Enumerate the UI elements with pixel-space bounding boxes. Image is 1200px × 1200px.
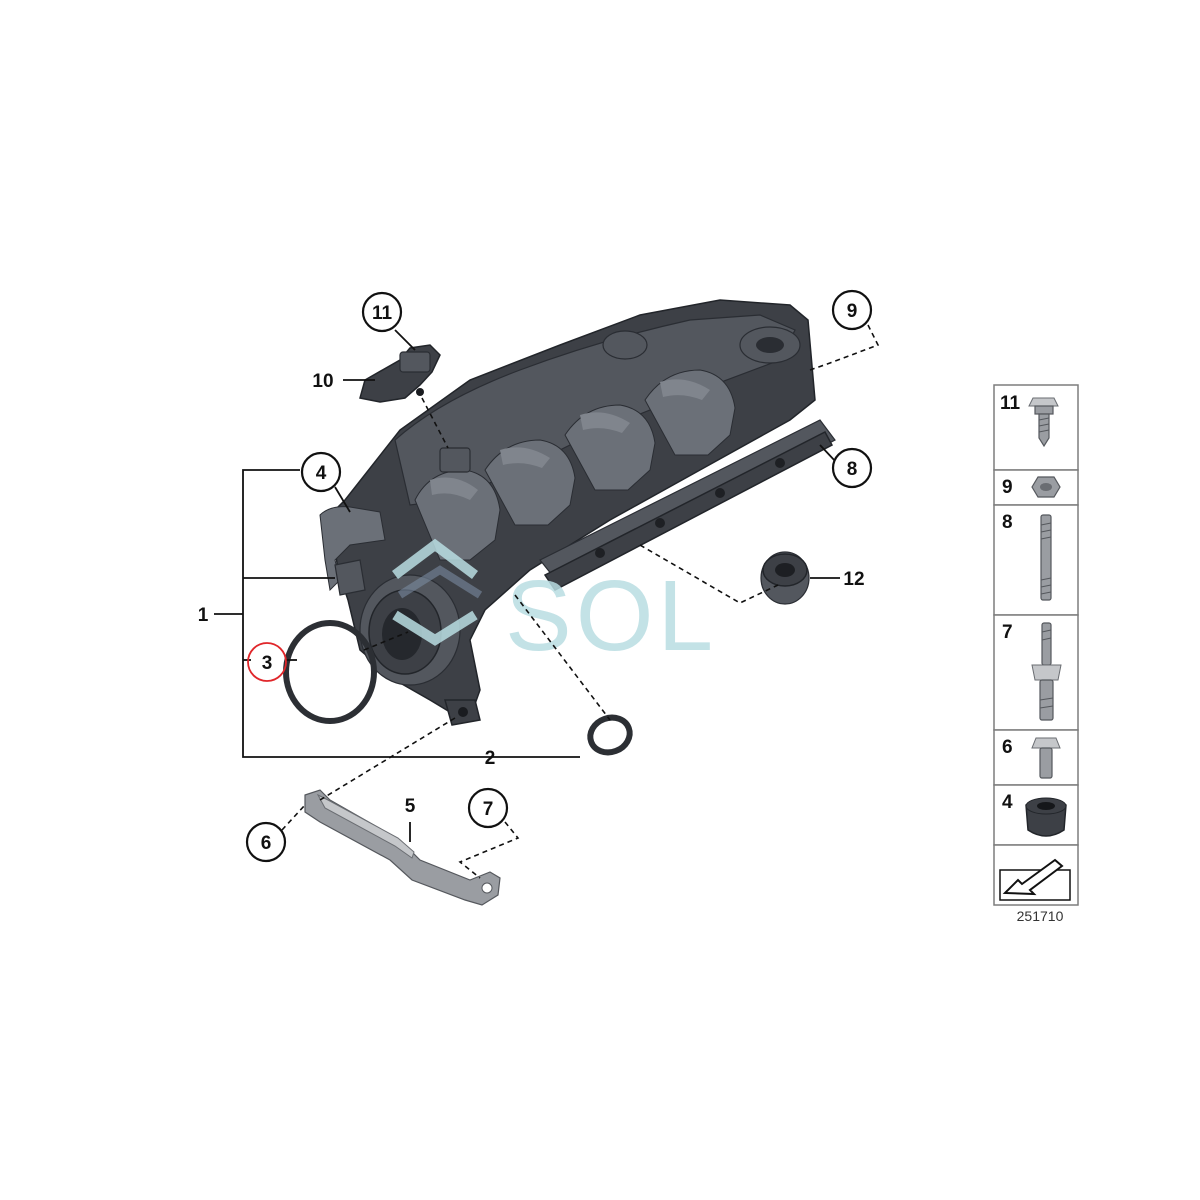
stud-icon <box>1040 514 1052 601</box>
gasket-ring-3 <box>283 620 377 724</box>
callout-6-circle <box>245 821 287 863</box>
grommet-12 <box>760 551 810 605</box>
callout-2: 2 <box>485 748 496 769</box>
callout-8: 8 <box>847 459 858 480</box>
callout-4: 4 <box>316 463 327 484</box>
nut-icon <box>1031 476 1061 498</box>
callout-3: 3 <box>262 653 273 674</box>
callout-9: 9 <box>847 301 858 322</box>
callouts: 11 10 9 8 4 12 1 3 2 6 5 7 <box>198 289 873 863</box>
watermark: SOL <box>392 538 717 672</box>
watermark-text: SOL <box>505 560 717 672</box>
callout-6: 6 <box>261 833 272 854</box>
callout-3-highlight-circle <box>247 642 287 682</box>
hex-bolt-icon <box>1031 737 1061 779</box>
intake-manifold <box>319 299 836 726</box>
callout-4-circle <box>300 451 342 493</box>
legend-label-7: 7 <box>1002 622 1013 643</box>
support-bracket <box>304 789 501 906</box>
callout-11-circle <box>361 291 403 333</box>
callout-12: 12 <box>843 569 864 590</box>
rubber-grommet-icon <box>1025 797 1067 837</box>
legend-label-9: 9 <box>1002 477 1013 498</box>
callout-1: 1 <box>198 605 209 626</box>
callout-7: 7 <box>483 799 494 820</box>
callout-11: 11 <box>372 303 393 324</box>
legend-label-6: 6 <box>1002 737 1013 758</box>
callout-7-circle <box>467 787 509 829</box>
gasket-ring-2 <box>587 714 633 756</box>
callout-10: 10 <box>312 371 333 392</box>
diagram-code: 251710 <box>1017 908 1064 924</box>
callout-9-circle <box>831 289 873 331</box>
legend-label-8: 8 <box>1002 512 1013 533</box>
bolt-icon <box>1028 397 1059 448</box>
direction-arrow-icon <box>999 858 1071 901</box>
leader-lines <box>214 324 880 879</box>
legend-label-4: 4 <box>1002 792 1013 813</box>
legend-label-11: 11 <box>1000 393 1021 414</box>
callout-5: 5 <box>405 796 416 817</box>
hardware-legend: 11 9 8 7 6 <box>993 384 1079 924</box>
callout-8-circle <box>831 447 873 489</box>
stud-bolt-icon <box>1031 622 1062 721</box>
pressure-sensor <box>359 344 441 403</box>
